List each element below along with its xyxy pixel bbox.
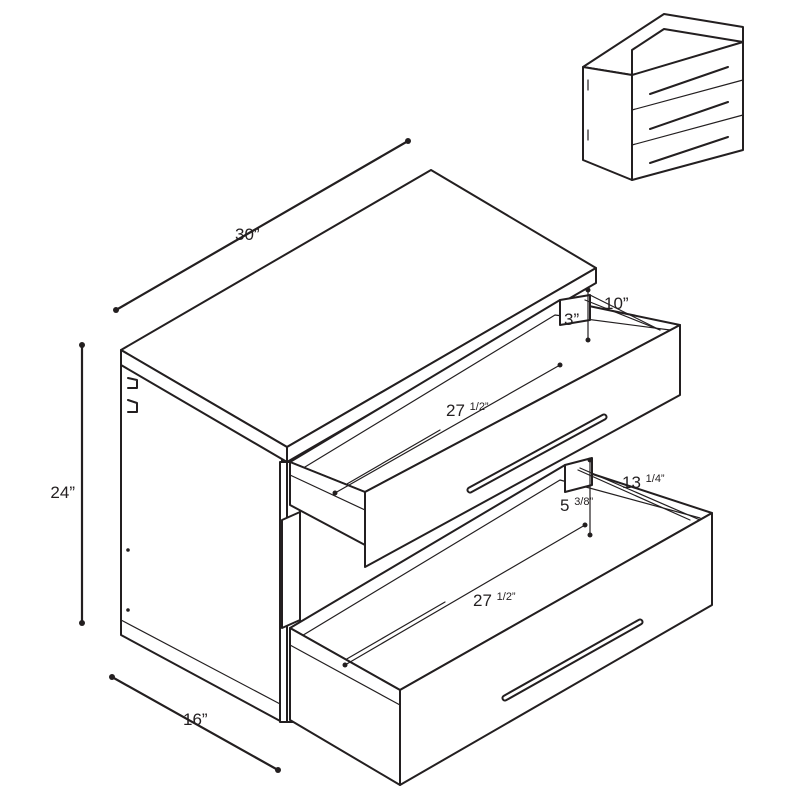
svg-text:13 1/4”: 13 1/4”	[622, 473, 665, 492]
bottom-drawer-width-frac: 1/4”	[646, 473, 665, 485]
svg-text:27 1/2”: 27 1/2”	[473, 591, 516, 610]
main-cabinet	[120, 169, 597, 723]
dimension-depth: 16”	[109, 674, 281, 773]
top-drawer-width-label: 10”	[604, 294, 629, 313]
svg-text:5 3/8”: 5 3/8”	[560, 496, 593, 515]
bottom-drawer-depth-frac: 1/2”	[497, 591, 516, 603]
dimension-bottom-drawer: 27 1/2” 5 3/8” 13 1/4”	[342, 457, 691, 668]
top-drawer-depth-whole: 27	[446, 401, 470, 420]
thumb-handle-1	[649, 66, 729, 95]
width-label: 30”	[235, 225, 260, 244]
top-drawer-height-label: 3”	[564, 310, 579, 329]
bottom-drawer-height-frac: 3/8”	[574, 496, 593, 508]
dimension-top-drawer: 27 1/2” 3” 10”	[332, 287, 661, 496]
height-label: 24”	[50, 483, 75, 502]
bottom-drawer-depth-whole: 27	[473, 591, 497, 610]
bottom-drawer-width-whole: 13	[622, 473, 646, 492]
thumb-handle-3	[649, 136, 729, 164]
thumbnail-cabinet	[582, 13, 744, 181]
dimension-width: 30”	[113, 138, 411, 313]
bottom-drawer-height-whole: 5	[560, 496, 574, 515]
depth-label: 16”	[183, 710, 208, 729]
svg-text:27 1/2”: 27 1/2”	[446, 401, 489, 420]
top-drawer-depth-frac: 1/2”	[470, 401, 489, 413]
bottom-drawer	[289, 457, 713, 786]
top-drawer	[289, 294, 681, 568]
thumb-handle-2	[649, 101, 729, 130]
dimension-height: 24”	[50, 342, 85, 626]
